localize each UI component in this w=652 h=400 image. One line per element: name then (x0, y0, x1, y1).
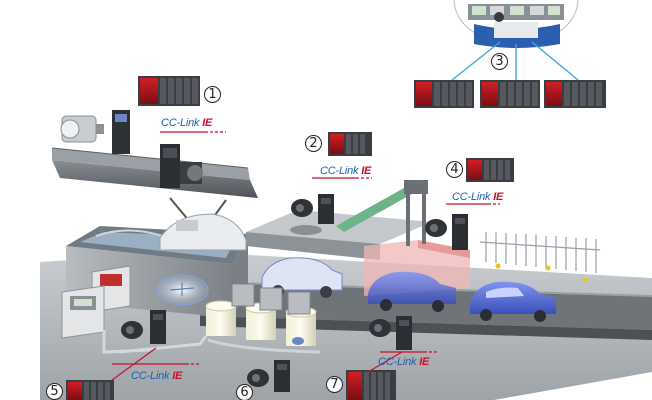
control-room-links (451, 41, 579, 81)
cc-link-prefix: CC-Link (320, 165, 359, 177)
plc-rack-3c (544, 80, 606, 108)
plc-rack-4 (466, 158, 514, 182)
inverter-drive-1 (112, 110, 130, 154)
servo-set-5 (121, 310, 166, 344)
callout-2: 2 (305, 135, 322, 152)
control-room (453, 0, 579, 48)
cc-link-ie-label-7: CC-Link IE (378, 356, 429, 368)
gantry-robot (336, 180, 428, 246)
cc-link-suffix: IE (202, 117, 213, 129)
cc-link-ie-label-4: CC-Link IE (452, 191, 503, 203)
plc-rack-3b (480, 80, 540, 108)
servo-set-4 (425, 214, 468, 250)
process-piping (102, 330, 208, 354)
car-blue-booth (368, 271, 456, 312)
control-cabinets (61, 265, 131, 339)
cc-link-suffix: IE (493, 191, 504, 203)
network-lines (111, 131, 500, 381)
plc-rack-1 (138, 76, 200, 106)
pump-units (231, 283, 311, 315)
cc-link-suffix: IE (172, 370, 183, 382)
callout-4: 4 (446, 161, 463, 178)
car-blue-final (470, 281, 556, 322)
cc-link-suffix: IE (361, 165, 372, 177)
callout-6: 6 (236, 384, 253, 400)
servo-set-7 (369, 316, 412, 350)
servo-drive-1 (160, 144, 203, 188)
servo-set-6 (247, 360, 290, 392)
cc-link-ie-label-2: CC-Link IE (320, 165, 371, 177)
cc-link-prefix: CC-Link (452, 191, 491, 203)
car-in-hanger (159, 197, 247, 251)
plc-rack-7 (346, 370, 396, 400)
plc-rack-3a (414, 80, 474, 108)
callout-7: 7 (326, 376, 343, 393)
cc-link-ie-label-5: CC-Link IE (131, 370, 182, 382)
cc-link-prefix: CC-Link (131, 370, 170, 382)
safety-fence (479, 232, 601, 273)
cc-link-prefix: CC-Link (161, 117, 200, 129)
cc-link-suffix: IE (419, 356, 430, 368)
callout-5: 5 (46, 383, 63, 400)
servo-motor-1 (60, 115, 104, 143)
callout-3: 3 (491, 53, 508, 70)
callout-1: 1 (204, 86, 221, 103)
plc-rack-5 (66, 380, 114, 400)
cc-link-prefix: CC-Link (378, 356, 417, 368)
overhead-crane-beam (51, 147, 258, 198)
cc-link-ie-label-1: CC-Link IE (161, 117, 212, 129)
plc-rack-2 (328, 132, 372, 156)
servo-set-2 (291, 194, 334, 224)
